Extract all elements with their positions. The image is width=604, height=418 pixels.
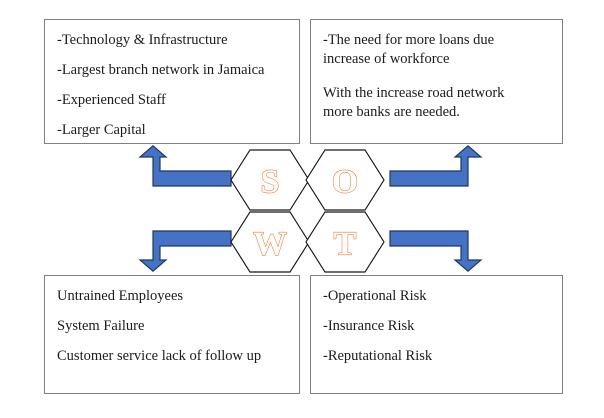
strengths-line: -Experienced Staff [57, 92, 166, 109]
strengths-box: -Technology & Infrastructure -Largest br… [44, 19, 300, 144]
hexagon-weaknesses: W [230, 211, 310, 273]
strengths-line: -Larger Capital [57, 122, 146, 139]
strengths-line: -Technology & Infrastructure [57, 32, 228, 48]
hexagon-letter-o: O [332, 164, 358, 201]
opportunities-line: -The need for more loans due [323, 32, 495, 48]
opportunities-line: more banks are needed. [323, 104, 460, 121]
hexagon-threats: T [305, 211, 385, 273]
opportunities-line: increase of workforce [323, 51, 450, 68]
threats-line: -Operational Risk [323, 288, 427, 304]
hexagon-letter-w: W [253, 226, 287, 263]
hexagon-shape [230, 211, 310, 273]
bent-arrow-down-right-icon [385, 222, 485, 272]
hexagon-shape [305, 211, 385, 273]
hexagon-shape [230, 149, 310, 211]
strengths-line: -Largest branch network in Jamaica [57, 62, 265, 79]
hexagon-opportunities: O [305, 149, 385, 211]
hexagon-strengths: S [230, 149, 310, 211]
threats-line: -Reputational Risk [323, 348, 433, 365]
bent-arrow-up-right-icon [385, 145, 485, 195]
opportunities-box: -The need for more loans due increase of… [310, 19, 563, 144]
weaknesses-box: Untrained Employees System Failure Custo… [44, 275, 300, 394]
weaknesses-line: Customer service lack of follow up [57, 348, 262, 365]
weaknesses-line: Untrained Employees [57, 288, 184, 304]
hexagon-letter-s: S [261, 164, 280, 201]
threats-line: -Insurance Risk [323, 318, 415, 335]
hexagon-shape [305, 149, 385, 211]
threats-box: -Operational Risk -Insurance Risk -Reput… [310, 275, 563, 394]
weaknesses-line: System Failure [57, 318, 145, 335]
hexagon-letter-t: T [334, 226, 357, 263]
opportunities-line: With the increase road network [323, 85, 505, 102]
bent-arrow-up-left-icon [136, 145, 236, 195]
bent-arrow-down-left-icon [136, 222, 236, 272]
